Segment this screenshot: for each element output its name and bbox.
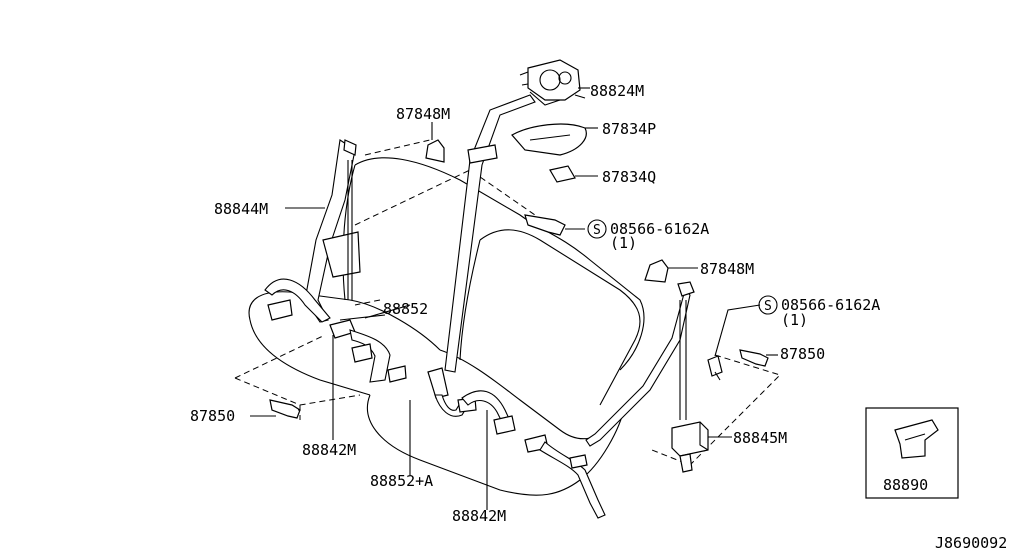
label-08566-top-qty: (1) [610,234,637,252]
label-88844m: 88844M [214,200,268,218]
label-08566-right-qty: (1) [781,311,808,329]
label-87834q: 87834Q [602,168,656,186]
retractor-88824m [519,59,590,106]
leader-lines [298,304,411,411]
screw-symbol-top [587,219,607,239]
bolt-08566-right [707,295,778,381]
label-88890: 88890 [883,476,928,494]
label-87834p: 87834P [602,120,656,138]
diagram-code: J8690092 [935,534,1007,552]
cap-87848m-top [425,122,445,163]
bolt-87850-right [739,349,778,367]
left-shoulder-belt-88844m [285,139,361,323]
label-88852: 88852 [383,300,428,318]
center-lap-belt-88842m [461,390,516,510]
inset-88890 [865,407,959,499]
buckle-88852a [409,367,477,475]
bolt-08566-top [524,214,607,239]
buckle-88852 [329,314,407,383]
screw-symbol-right [758,295,778,315]
center-shoulder-belt [444,94,536,373]
dashed-reference-lines [234,139,781,466]
label-87848m-top: 87848M [396,105,450,123]
label-88824m: 88824M [590,82,644,100]
bolt-87850-left [250,399,301,419]
right-lap-belt [524,434,606,519]
cap-87848m-right [644,259,698,283]
label-08566-right: 08566-6162A [781,296,880,314]
screw-symbol-right-letter: S [764,299,772,314]
label-87848m-right: 87848M [700,260,754,278]
label-87850-right: 87850 [780,345,825,363]
label-88842m-left: 88842M [302,441,356,459]
label-88842m-bottom: 88842M [452,507,506,525]
left-lap-belt [264,278,331,323]
retractor-88845m [671,421,732,473]
label-08566-top: 08566-6162A [610,220,709,238]
label-88845m: 88845M [733,429,787,447]
right-shoulder-belt [585,281,695,447]
label-88852a: 88852+A [370,472,433,490]
screw-symbol-top-letter: S [593,223,601,238]
cover-87834p [511,123,598,156]
label-87850-left: 87850 [190,407,235,425]
clip-87834q [549,165,598,183]
